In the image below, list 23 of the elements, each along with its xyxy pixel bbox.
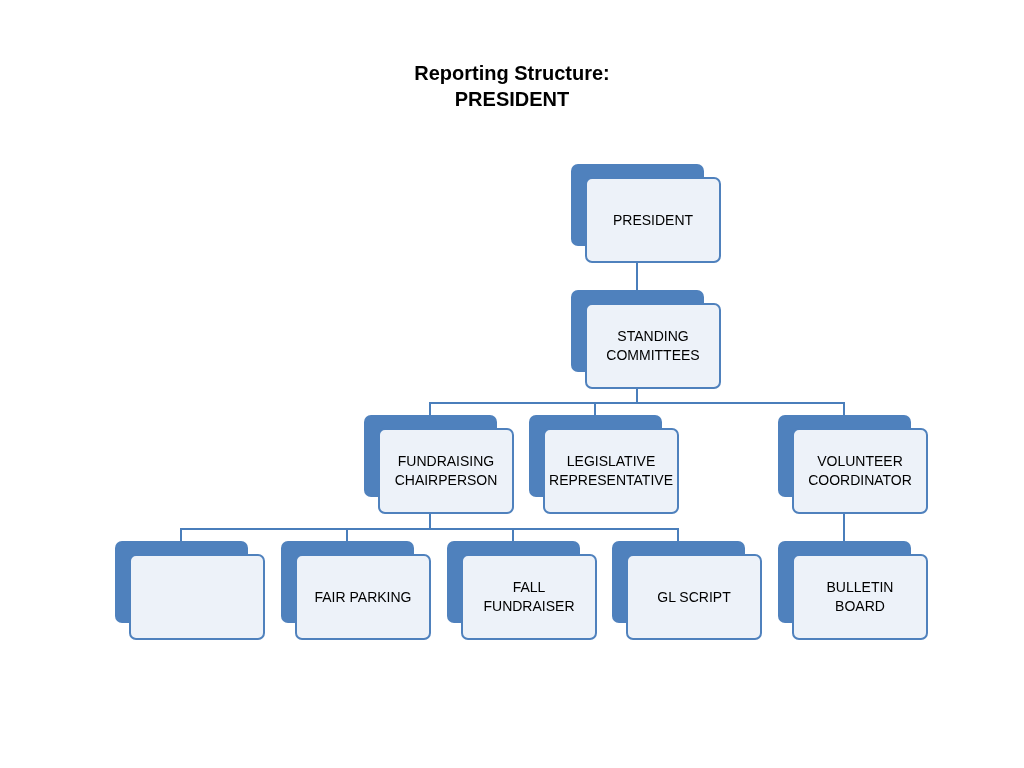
org-card bbox=[115, 541, 265, 640]
connector-line bbox=[843, 513, 845, 542]
role-label: BULLETIN BOARD bbox=[825, 578, 895, 616]
role-label: FALL FUNDRAISER bbox=[482, 578, 576, 616]
role-label: VOLUNTEER COORDINATOR bbox=[807, 452, 913, 490]
role-label: FUNDRAISING CHAIRPERSON bbox=[393, 452, 499, 490]
org-card bbox=[364, 415, 514, 514]
role-label: LEGISLATIVE REPRESENTATIVE bbox=[548, 452, 674, 490]
org-card bbox=[571, 290, 721, 389]
org-card bbox=[529, 415, 679, 514]
connector-line bbox=[429, 513, 679, 542]
role-label: FAIR PARKING bbox=[313, 587, 413, 607]
org-card bbox=[778, 541, 928, 640]
org-card bbox=[571, 164, 721, 263]
org-card bbox=[281, 541, 431, 640]
role-label: PRESIDENT bbox=[611, 210, 695, 230]
org-card bbox=[778, 415, 928, 514]
connector-line bbox=[636, 262, 638, 291]
org-card bbox=[447, 541, 597, 640]
diagram-title: Reporting Structure: PRESIDENT bbox=[413, 61, 611, 112]
role-label: GL SCRIPT bbox=[656, 587, 732, 607]
org-card bbox=[612, 541, 762, 640]
role-label: STANDING COMMITTEES bbox=[605, 327, 701, 365]
